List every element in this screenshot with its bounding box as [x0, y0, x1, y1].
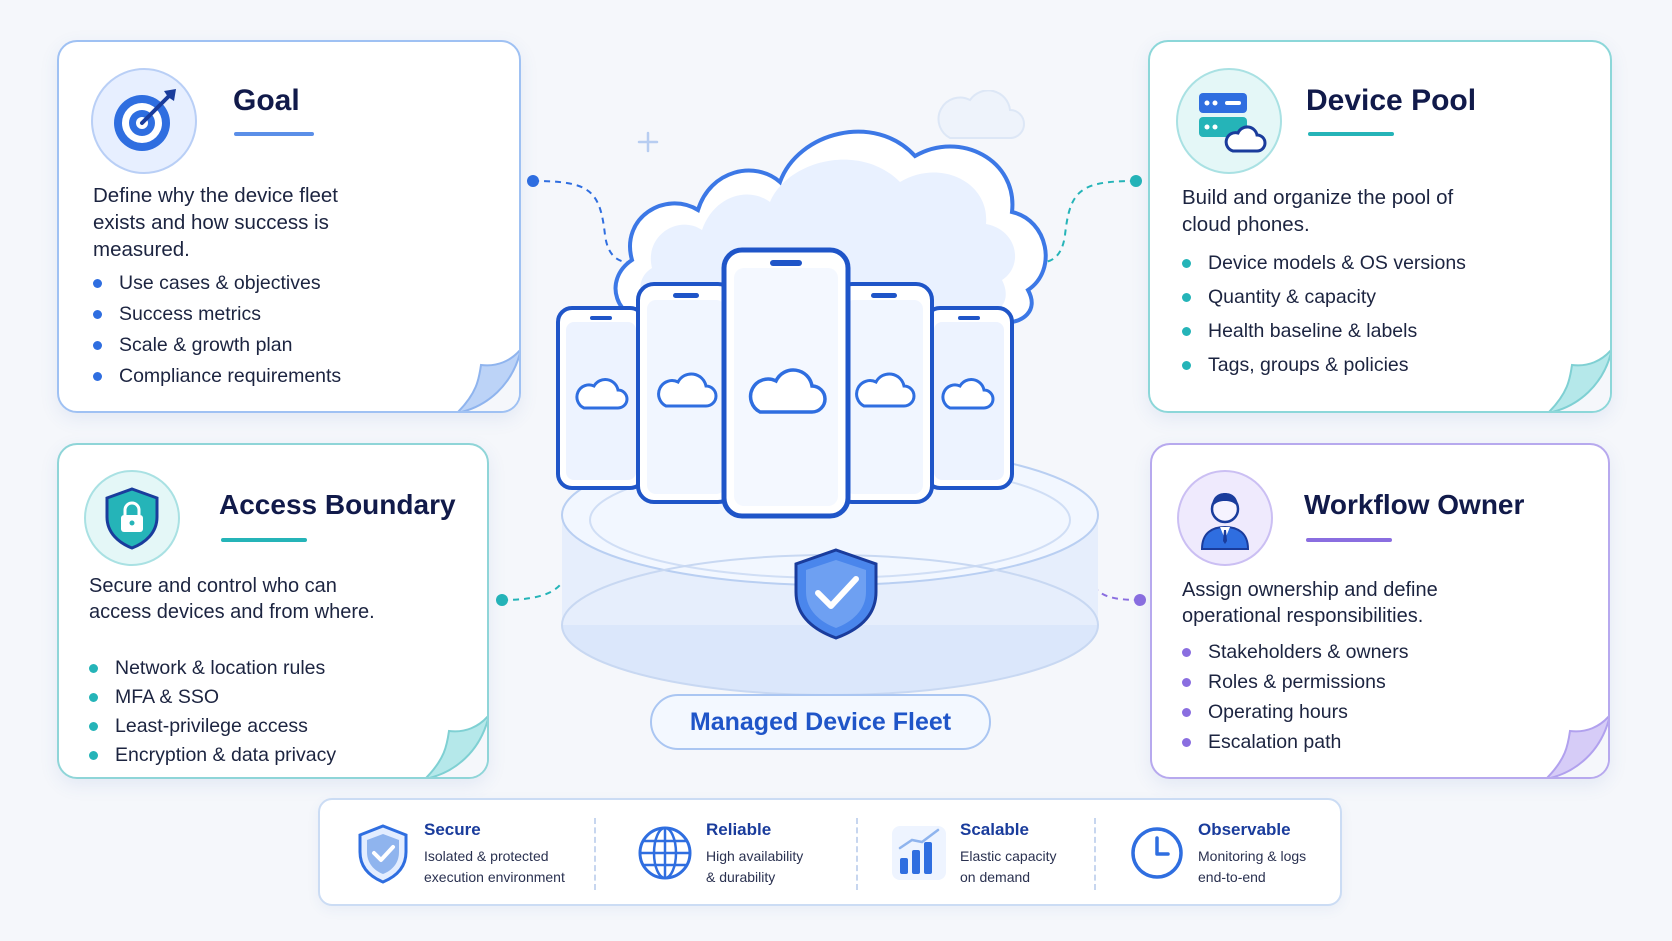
feature-line: on demand [960, 869, 1031, 885]
list-item: Quantity & capacity [1182, 286, 1466, 309]
goal-description: Define why the device fleet exists and h… [93, 184, 338, 261]
device-pool-title: Device Pool [1306, 84, 1477, 117]
goal-list: Use cases & objectives Success metrics S… [93, 272, 341, 388]
device-pool-card: Device Pool Build and organize the pool … [1148, 40, 1612, 413]
clock-icon [1131, 827, 1183, 879]
feature-line: end-to-end [1198, 869, 1266, 885]
server-cloud-icon [1176, 68, 1282, 174]
feature-title: Secure [424, 820, 481, 839]
bar-chart-icon [892, 826, 946, 880]
phone-center [721, 247, 851, 519]
feature-secure: Secure Isolated & protected execution en… [352, 800, 582, 904]
access-boundary-list: Network & location rules MFA & SSO Least… [89, 657, 336, 767]
list-item: Scale & growth plan [93, 334, 341, 357]
workflow-owner-card: Workflow Owner Assign ownership and defi… [1150, 443, 1610, 779]
workflow-owner-underline [1306, 538, 1392, 542]
page-fold-icon [1546, 715, 1608, 777]
list-item: Health baseline & labels [1182, 320, 1466, 343]
managed-device-fleet-label: Managed Device Fleet [650, 694, 991, 750]
globe-icon [638, 826, 692, 880]
device-pool-description: Build and organize the pool of cloud pho… [1182, 186, 1454, 236]
access-boundary-title: Access Boundary [219, 489, 456, 520]
workflow-owner-description: Assign ownership and define operational … [1182, 579, 1438, 627]
feature-title: Scalable [960, 820, 1029, 839]
divider [1094, 818, 1096, 890]
feature-line: execution environment [424, 869, 565, 885]
feature-line: Isolated & protected [424, 848, 549, 864]
feature-title: Reliable [706, 820, 772, 839]
access-boundary-description: Secure and control who can access device… [89, 575, 375, 623]
phone-far-right [924, 306, 1014, 490]
shield-check-icon [358, 824, 408, 884]
feature-line: & durability [706, 869, 776, 885]
list-item: Stakeholders & owners [1182, 641, 1409, 664]
list-item: Compliance requirements [93, 365, 341, 388]
page-fold-icon [425, 715, 487, 777]
workflow-owner-title: Workflow Owner [1304, 489, 1525, 520]
list-item: Encryption & data privacy [89, 744, 336, 767]
workflow-owner-list: Stakeholders & owners Roles & permission… [1182, 641, 1409, 754]
goal-card: Goal Define why the device fleet exists … [57, 40, 521, 413]
page-fold-icon [457, 349, 519, 411]
cloud-phones-icon [556, 90, 1099, 696]
person-icon [1177, 470, 1273, 566]
shield-lock-icon [84, 470, 180, 566]
feature-strip: Secure Isolated & protected execution en… [318, 798, 1342, 906]
list-item: Success metrics [93, 303, 341, 326]
list-item: Device models & OS versions [1182, 252, 1466, 275]
feature-title: Observable [1198, 820, 1291, 839]
goal-underline [234, 132, 314, 136]
target-icon [91, 68, 197, 174]
divider [856, 818, 858, 890]
divider [594, 818, 596, 890]
feature-reliable: Reliable High availability & durability [634, 800, 844, 904]
list-item: Tags, groups & policies [1182, 354, 1466, 377]
list-item: Network & location rules [89, 657, 336, 680]
goal-title: Goal [233, 84, 300, 117]
page-fold-icon [1548, 349, 1610, 411]
list-item: MFA & SSO [89, 686, 336, 709]
feature-scalable: Scalable Elastic capacity on demand [888, 800, 1098, 904]
feature-observable: Observable Monitoring & logs end-to-end [1126, 800, 1336, 904]
access-boundary-card: Access Boundary Secure and control who c… [57, 443, 489, 779]
list-item: Escalation path [1182, 731, 1409, 754]
feature-line: Elastic capacity [960, 848, 1057, 864]
access-boundary-underline [221, 538, 307, 542]
list-item: Least-privilege access [89, 715, 336, 738]
list-item: Operating hours [1182, 701, 1409, 724]
device-pool-list: Device models & OS versions Quantity & c… [1182, 252, 1466, 377]
feature-line: High availability [706, 848, 804, 864]
phone-far-left [556, 306, 646, 490]
feature-line: Monitoring & logs [1198, 848, 1307, 864]
phone-mid-left [636, 282, 736, 504]
phone-mid-right [834, 282, 934, 504]
list-item: Use cases & objectives [93, 272, 341, 295]
device-pool-underline [1308, 132, 1394, 136]
list-item: Roles & permissions [1182, 671, 1409, 694]
